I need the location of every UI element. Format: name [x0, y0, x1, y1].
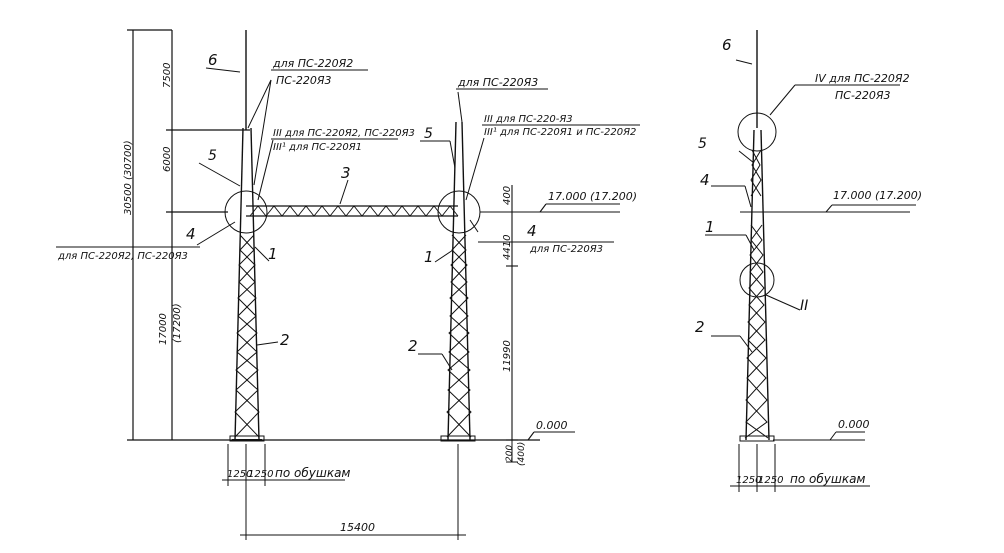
left-tower	[229, 30, 265, 442]
callout-2-side: 2	[695, 318, 705, 336]
callout-1-front-left: 1	[268, 245, 278, 263]
side-tower	[739, 30, 775, 442]
beam-level-front	[480, 185, 620, 441]
note-side-top-1: IV для ПС-220Я2	[815, 72, 910, 85]
ground-level-front	[527, 431, 575, 441]
elevation-beam-side: 17.000 (17.200)	[833, 189, 922, 202]
callout-6-side: 6	[722, 36, 732, 54]
dim-span: 15400	[340, 521, 375, 534]
elevation-ground-front: 0.000	[536, 419, 568, 432]
note-right-4: для ПС-220Я3	[529, 244, 603, 255]
callout-5-front-right: 5	[424, 126, 433, 142]
callout-5-front-left: 5	[208, 148, 217, 164]
dim-lower-section-2: (17200)	[172, 303, 183, 343]
node-detail-circle-right	[437, 190, 481, 234]
dim-base-note-front: по обушкам	[275, 466, 350, 480]
dim-top-section: 7500	[162, 63, 173, 88]
callout-2-front-right: 2	[408, 337, 418, 355]
dim-base-left-front: 1250	[227, 469, 252, 480]
callout-3-front: 3	[341, 164, 351, 182]
note-top-right: для ПС-220Я3	[457, 76, 538, 89]
front-leaders	[196, 67, 485, 371]
front-texts: 6 5 5 3 4 4 1 1 2 2 для ПС-220Я2 ПС-220Я…	[56, 51, 640, 534]
elevation-ground-side: 0.000	[838, 418, 870, 431]
side-node-circle-top	[737, 112, 777, 152]
dim-base-note-side: по обушкам	[790, 472, 865, 486]
dim-total-height: 30500 (30700)	[123, 140, 134, 215]
dim-footing-2: (400)	[517, 442, 527, 466]
side-texts: 6 5 4 1 2 II IV для ПС-220Я2 ПС-220Я3 17…	[695, 36, 922, 486]
side-leaders	[705, 59, 916, 492]
right-tower	[440, 121, 476, 442]
portal-beam	[246, 205, 459, 217]
callout-2-front-left: 2	[280, 331, 290, 349]
dim-base-right-side: 1250	[758, 475, 783, 486]
note-side-top-2: ПС-220Я3	[835, 89, 891, 102]
node-detail-circle-left	[224, 190, 268, 234]
left-dimension-lines	[127, 29, 540, 441]
dim-lower-section-1: 17000	[158, 313, 169, 345]
note-top-left-2: ПС-220Я3	[276, 74, 332, 87]
dim-right-lower: 11990	[502, 340, 513, 372]
note-top-left-1: для ПС-220Я2	[272, 57, 353, 70]
callout-4-front-right: 4	[527, 222, 537, 240]
callout-6-front: 6	[208, 51, 218, 69]
callout-node-II-side: II	[800, 298, 808, 314]
dim-base-right-front: 1250	[248, 469, 273, 480]
callout-1-front-right: 1	[424, 248, 434, 266]
note-left-mid-1: III для ПС-220Я2, ПС-220Я3	[273, 128, 415, 139]
note-right-mid-2: III¹ для ПС-220Я1 и ПС-220Я2	[484, 127, 636, 138]
dim-right-upper: 4410	[502, 235, 513, 260]
callout-4-side: 4	[700, 171, 710, 189]
base-dim-front	[222, 444, 466, 540]
note-left-4: для ПС-220Я2, ПС-220Я3	[57, 251, 188, 262]
dim-footing-1: 200	[505, 445, 515, 462]
elevation-beam-front: 17.000 (17.200)	[548, 190, 637, 203]
note-right-mid-1: III для ПС-220-Я3	[484, 114, 573, 125]
dim-beam-gap: 400	[502, 186, 513, 205]
side-node-circle-mid	[739, 262, 775, 298]
note-left-mid-2: III¹ для ПС-220Я1	[273, 142, 362, 153]
dim-mid-section: 6000	[162, 147, 173, 172]
footing-dim	[506, 440, 518, 463]
callout-1-side: 1	[705, 218, 715, 236]
dim-base-left-side: 1250	[736, 475, 761, 486]
callout-4-front-left: 4	[186, 225, 196, 243]
callout-5-side: 5	[698, 136, 707, 152]
